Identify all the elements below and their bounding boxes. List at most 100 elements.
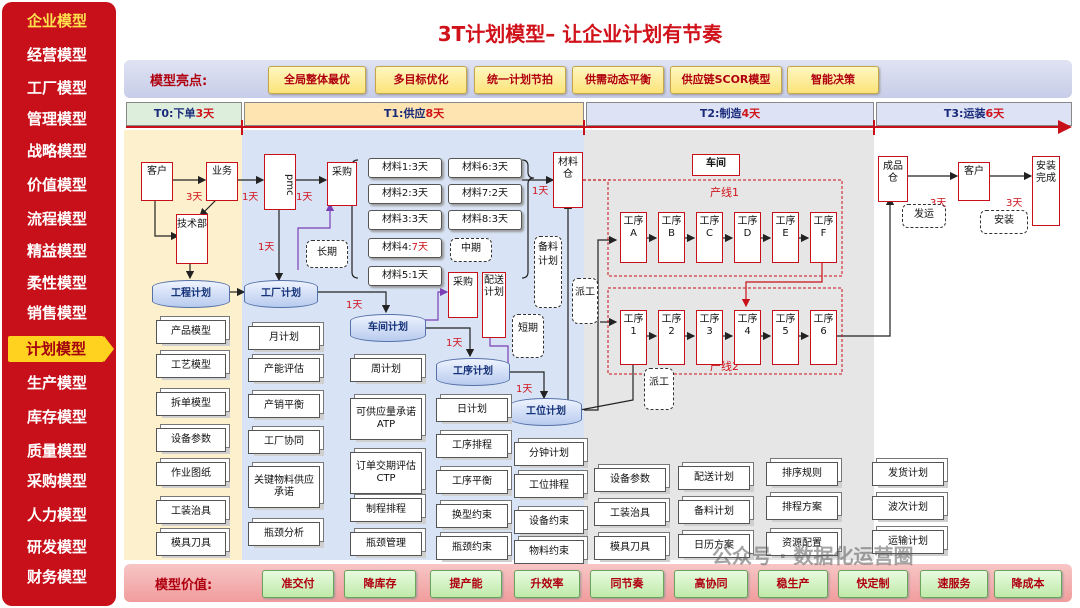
model-item: 工装治具 <box>156 500 226 524</box>
sidebar-item[interactable]: 质量模型 <box>26 442 87 460</box>
stage-header: T3:运装6天 <box>876 102 1072 126</box>
highlight-chip: 供应链SCOR模型 <box>670 66 782 94</box>
value-chip: 稳生产 <box>758 570 828 598</box>
sidebar-item[interactable]: 人力模型 <box>26 506 87 524</box>
long-term-callout: 长期 <box>306 240 348 268</box>
sidebar <box>2 2 116 606</box>
model-item: 排序规则 <box>766 462 838 486</box>
highlight-chip: 全局整体最优 <box>268 66 366 94</box>
sidebar-item[interactable]: 生产模型 <box>26 374 87 392</box>
day-label: 1天 <box>516 384 533 395</box>
value-chip: 降成本 <box>994 570 1062 598</box>
model-item: 可供应量承诺ATP <box>350 398 422 440</box>
value-chip: 准交付 <box>262 570 334 598</box>
model-item: 拆单模型 <box>156 392 226 416</box>
day-label: 1天 <box>346 300 363 311</box>
sidebar-item[interactable]: 柔性模型 <box>26 274 87 292</box>
material-item: 材料1:3天 <box>368 158 442 178</box>
process-box: 工序5 <box>772 310 799 365</box>
model-item: 工位排程 <box>514 474 584 498</box>
stage-name: T3:运装 <box>943 107 986 120</box>
value-chip: 降库存 <box>344 570 416 598</box>
day-label: 1天 <box>296 192 313 203</box>
sidebar-item[interactable]: 流程模型 <box>26 210 87 228</box>
material-name: 材料1: <box>381 162 412 173</box>
sidebar-item[interactable]: 研发模型 <box>26 538 87 556</box>
sidebar-item[interactable]: 采购模型 <box>26 472 87 490</box>
model-item: 瓶颈约束 <box>436 536 508 560</box>
day-label: 1天 <box>446 338 463 349</box>
model-item: 设备约束 <box>514 510 584 534</box>
stage-name: T2:制造 <box>699 107 742 120</box>
tech-dept-box: 技术部 <box>176 214 208 264</box>
process-box: 工序D <box>734 212 761 263</box>
material-days: 3天 <box>491 214 509 225</box>
day-label: 3天 <box>930 194 946 209</box>
sidebar-item[interactable]: 销售模型 <box>26 304 87 322</box>
model-item: 波次计划 <box>872 496 944 520</box>
process-box: 工序1 <box>620 310 647 365</box>
highlights-label: 模型亮点: <box>150 74 208 89</box>
station-plan: 工位计划 <box>510 398 582 426</box>
business-box: 业务 <box>206 162 238 201</box>
model-item: 工艺模型 <box>156 354 226 378</box>
value-chip: 升效率 <box>514 570 580 598</box>
model-item: 模具刀具 <box>594 536 666 560</box>
model-item: 分钟计划 <box>514 442 584 466</box>
material-name: 材料2: <box>381 188 412 199</box>
sidebar-item[interactable]: 工厂模型 <box>26 79 87 97</box>
highlight-chip: 智能决策 <box>787 66 879 94</box>
page-title: 3T计划模型– 让企业计划有节奏 <box>437 22 723 46</box>
finished-store-box: 成品仓 <box>878 156 908 202</box>
sidebar-item[interactable]: 企业模型 <box>26 12 87 30</box>
value-chip: 速服务 <box>920 570 988 598</box>
sidebar-item[interactable]: 精益模型 <box>26 242 87 260</box>
line1-label: 产线1 <box>710 186 739 199</box>
material-store-box: 材料仓 <box>553 152 583 208</box>
material-item: 材料2:3天 <box>368 184 442 204</box>
material-item: 材料4:7天 <box>368 238 442 258</box>
model-item: 换型约束 <box>436 504 508 528</box>
model-item: 作业图纸 <box>156 462 226 486</box>
install-done-box: 安装完成 <box>1032 156 1060 226</box>
highlight-chip: 多目标优化 <box>375 66 467 94</box>
model-item: 产能评估 <box>248 358 320 382</box>
sidebar-item[interactable]: 计划模型 <box>8 336 104 362</box>
stage-days: 3天 <box>195 107 215 120</box>
sidebar-item[interactable]: 管理模型 <box>26 110 87 128</box>
sidebar-item[interactable]: 战略模型 <box>26 142 87 160</box>
value-chip: 高协同 <box>674 570 748 598</box>
material-name: 材料5: <box>381 270 412 281</box>
model-item: 产品模型 <box>156 320 226 344</box>
stage-days: 8天 <box>425 107 445 120</box>
stage-days: 6天 <box>985 107 1005 120</box>
process-box: 工序6 <box>810 310 837 365</box>
sidebar-item[interactable]: 经营模型 <box>26 46 87 64</box>
sidebar-item[interactable]: 库存模型 <box>26 408 87 426</box>
stage-name: T1:供应 <box>383 107 426 120</box>
model-item: 日计划 <box>436 398 508 422</box>
sidebar-item[interactable]: 财务模型 <box>26 568 87 586</box>
model-item: 瓶颈管理 <box>350 532 422 556</box>
model-item: 日历方案 <box>678 534 750 558</box>
dispatch1-callout: 派工 <box>572 278 598 324</box>
material-days: 3天 <box>491 162 509 173</box>
model-item: 月计划 <box>248 326 320 350</box>
day-label: 1天 <box>532 186 549 197</box>
workshop-box: 车间 <box>692 154 740 176</box>
material-days: 3天 <box>411 188 429 199</box>
model-item: 工序排程 <box>436 434 508 458</box>
sidebar-item[interactable]: 价值模型 <box>26 176 87 194</box>
process-box: 工序E <box>772 212 799 263</box>
customer-box: 客户 <box>141 162 173 201</box>
process-box: 工序F <box>810 212 837 263</box>
purchase2-box: 采购 <box>448 272 478 318</box>
customer2-box: 客户 <box>958 162 990 201</box>
factory-plan: 工厂计划 <box>244 280 318 308</box>
day-label: 3天 <box>1006 198 1023 209</box>
process-box: 工序3 <box>696 310 723 365</box>
material-days: 2天 <box>491 188 509 199</box>
material-name: 材料3: <box>381 214 412 225</box>
material-name: 材料8: <box>461 214 492 225</box>
